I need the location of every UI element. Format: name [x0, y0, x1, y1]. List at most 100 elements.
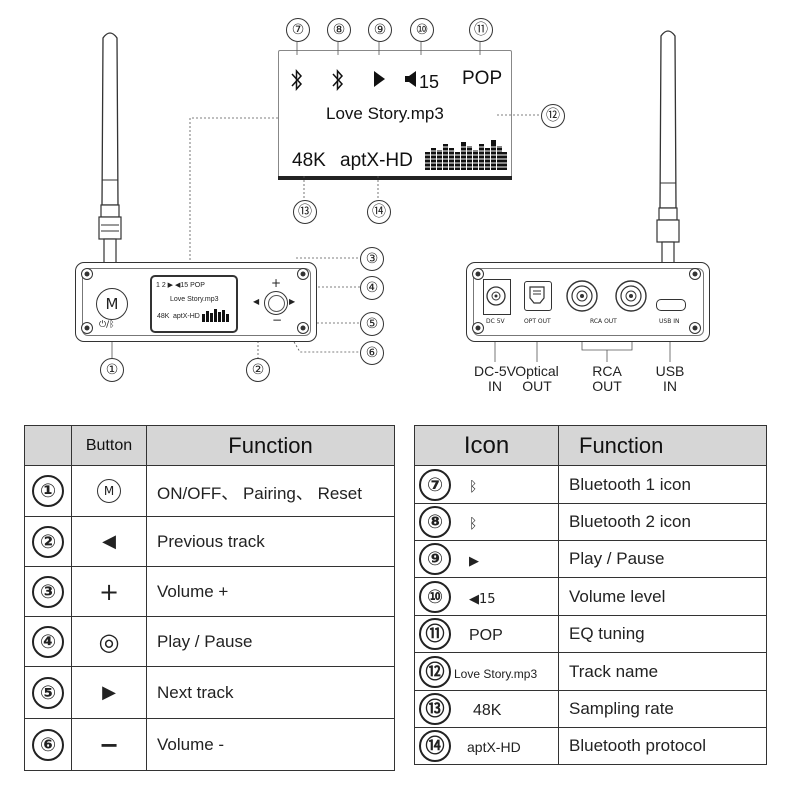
callout-3: ③ [360, 247, 384, 271]
mini-lcd-line1: 1 2 ▶ ◀15 POP [156, 282, 205, 289]
callout-11: ⑪ [469, 18, 493, 42]
function-cell: Volume - [146, 718, 395, 771]
mini-lcd-rate: 48K [157, 313, 170, 320]
function-cell: Bluetooth protocol [558, 727, 767, 765]
table-row: ⑤ ▶ Next track [24, 666, 395, 719]
play-pause-icon: ◎ [71, 616, 147, 667]
rca-port-label: RCA OUT [590, 318, 617, 325]
next-track-button[interactable]: ▶ [289, 297, 296, 306]
function-cell: Play / Pause [558, 540, 767, 578]
function-cell: Next track [146, 666, 395, 719]
row-number: ⑩ [419, 580, 451, 613]
usb-port-label: USB IN [659, 318, 680, 325]
minus-icon: − [71, 718, 147, 771]
previous-track-button[interactable]: ◀ [253, 297, 260, 306]
front-antenna [98, 32, 122, 265]
bluetooth-icon: ᛒ [469, 516, 478, 532]
screw-icon [472, 268, 484, 280]
m-button[interactable]: M [96, 288, 128, 320]
lcd-rate: 48K [292, 150, 326, 171]
mini-lcd-codec: aptX-HD [173, 313, 200, 320]
function-cell: Track name [558, 652, 767, 691]
callout-14: ⑭ [367, 200, 391, 224]
row-number: ⑧ [419, 506, 451, 538]
table-header-icon: Icon [414, 425, 559, 466]
lcd-zoom-bottom-bar [278, 176, 512, 180]
screw-icon [472, 322, 484, 334]
table-row: ④ ◎ Play / Pause [24, 616, 395, 667]
callout-13: ⑬ [293, 200, 317, 224]
screw-icon [81, 268, 93, 280]
mini-lcd [150, 275, 238, 333]
row-number: ④ [32, 625, 64, 658]
function-cell: Bluetooth 2 icon [558, 503, 767, 541]
callout-10: ⑩ [410, 18, 434, 42]
table-row: ③ + Volume + [24, 566, 395, 617]
lcd-leader-lines [111, 41, 671, 362]
table-header-button: Button [71, 425, 147, 466]
callout-7: ⑦ [286, 18, 310, 42]
play-pause-button[interactable] [264, 291, 288, 315]
lcd-codec: aptX-HD [340, 150, 413, 171]
spectrum-icon [425, 140, 507, 170]
optical-port-icon [529, 286, 545, 304]
row-number: ⑫ [419, 655, 451, 688]
power-bluetooth-label: ⏻/ᛒ [99, 320, 115, 330]
table-row: ② ◀ Previous track [24, 516, 395, 567]
callout-6: ⑥ [360, 341, 384, 365]
next-icon: ▶ [71, 666, 147, 719]
rca-right-port [615, 280, 647, 312]
track-label: Love Story.mp3 [454, 666, 538, 681]
row-number: ⑬ [419, 693, 451, 725]
callout-5: ⑤ [360, 312, 384, 336]
volume-down-button[interactable]: − [272, 313, 283, 327]
bluetooth-2-icon [332, 69, 344, 91]
function-cell: Bluetooth 1 icon [558, 465, 767, 504]
row-number: ⑤ [32, 676, 64, 709]
dc-port-label: DC 5V [486, 318, 505, 325]
plus-icon: + [71, 566, 147, 617]
function-cell: Volume + [146, 566, 395, 617]
callout-12: ⑫ [541, 104, 565, 128]
previous-icon: ◀ [71, 516, 147, 567]
table-row: ⑭ aptX-HD Bluetooth protocol [414, 727, 767, 765]
rear-panel-inner [473, 268, 704, 336]
callout-4: ④ [360, 276, 384, 300]
volume-up-button[interactable]: + [271, 276, 282, 290]
callout-8: ⑧ [327, 18, 351, 42]
screw-icon [81, 322, 93, 334]
usb-port [656, 299, 686, 311]
play-icon [374, 71, 385, 87]
function-cell: Volume level [558, 577, 767, 616]
codec-label: aptX-HD [467, 739, 521, 755]
row-number: ⑪ [419, 618, 451, 650]
table-row: ⑬ 48K Sampling rate [414, 690, 767, 728]
table-row: ① M ON/OFF、 Pairing、 Reset [24, 465, 395, 517]
play-icon: ▶ [469, 554, 479, 569]
screw-icon [297, 268, 309, 280]
table-row: ⑩ ◀15 Volume level [414, 577, 767, 616]
volume-icon: ◀15 [469, 591, 496, 607]
row-number: ⑦ [419, 468, 451, 501]
function-cell: EQ tuning [558, 615, 767, 653]
row-number: ⑥ [32, 728, 64, 761]
row-number: ① [32, 475, 64, 507]
rate-label: 48K [473, 702, 502, 719]
function-cell: Sampling rate [558, 690, 767, 728]
table-row: ⑥ − Volume - [24, 718, 395, 771]
row-number: ③ [32, 575, 64, 608]
mini-lcd-track: Love Story.mp3 [170, 296, 219, 303]
play-pause-button-inner [268, 295, 285, 312]
row-number: ⑭ [419, 730, 451, 762]
bluetooth-1-icon [291, 69, 303, 91]
callout-1: ① [100, 358, 124, 382]
function-cell: Previous track [146, 516, 395, 567]
table-row: ⑨▶ Play / Pause [414, 540, 767, 578]
callout-2: ② [246, 358, 270, 382]
rca-left-port [566, 280, 598, 312]
